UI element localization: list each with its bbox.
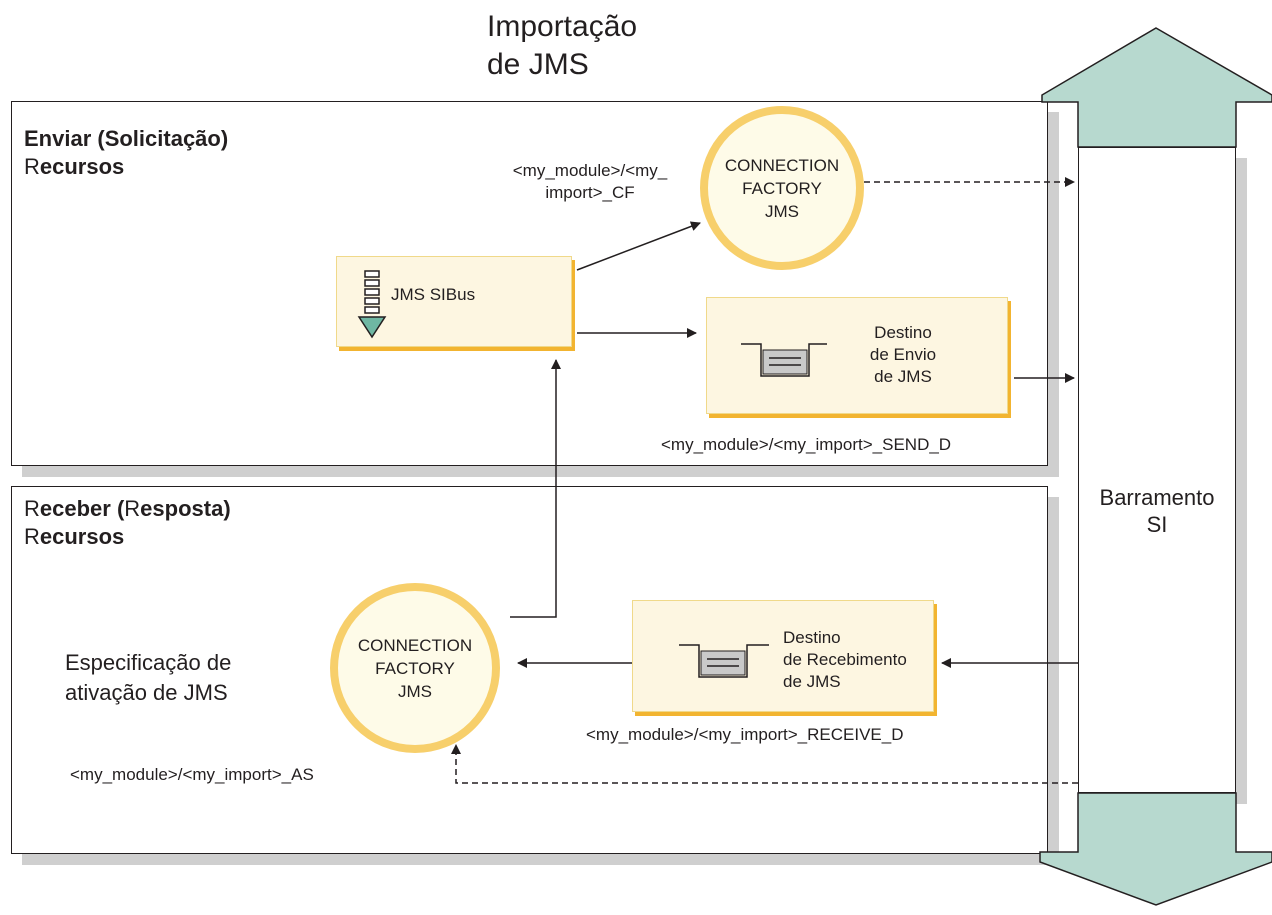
activation-spec-label: Especificação de ativação de JMS [65,650,232,705]
si-bus-label: Barramento SI [1099,485,1215,537]
connection-factory-send-name: <my_module>/<my_ import>_CF [512,161,668,202]
arrow-sibus-to-cf [576,221,701,271]
receive-queue-icon [679,644,769,678]
connection-factory-send: CONNECTION FACTORY JMS [700,106,864,270]
jms-sibus-box: JMS SIBus [336,256,572,347]
receive-destination-box: Destino de Recebimento de JMS [632,600,934,712]
diagram-title: Importação de JMS [487,10,638,81]
send-resources-heading: Enviar (Solicitação) Recursos [24,126,229,179]
receive-resources-heading: Receber (Resposta) Recursos [24,496,231,549]
send-queue-icon [741,343,827,377]
send-destination-label: Destino de Envio de JMS [869,323,937,386]
si-bus [1078,147,1236,793]
receive-destination-label: Destino de Recebimento de JMS [783,628,907,691]
send-destination-box: Destino de Envio de JMS [706,297,1008,414]
jms-sibus-label: JMS SIBus [391,285,476,304]
activation-spec-name: <my_module>/<my_import>_AS [70,765,314,784]
activation-spec-circle: CONNECTION FACTORY JMS [330,583,500,753]
receive-destination-name: <my_module>/<my_import>_RECEIVE_D [586,725,904,744]
bus-down-arrow [1039,792,1272,906]
send-destination-name: <my_module>/<my_import>_SEND_D [661,435,952,454]
sibus-queue-icon [357,270,387,339]
bus-up-arrow [1041,27,1272,148]
arrow-as-to-sibus [510,359,561,618]
arrow-bus-to-as-dashed [451,744,1078,784]
